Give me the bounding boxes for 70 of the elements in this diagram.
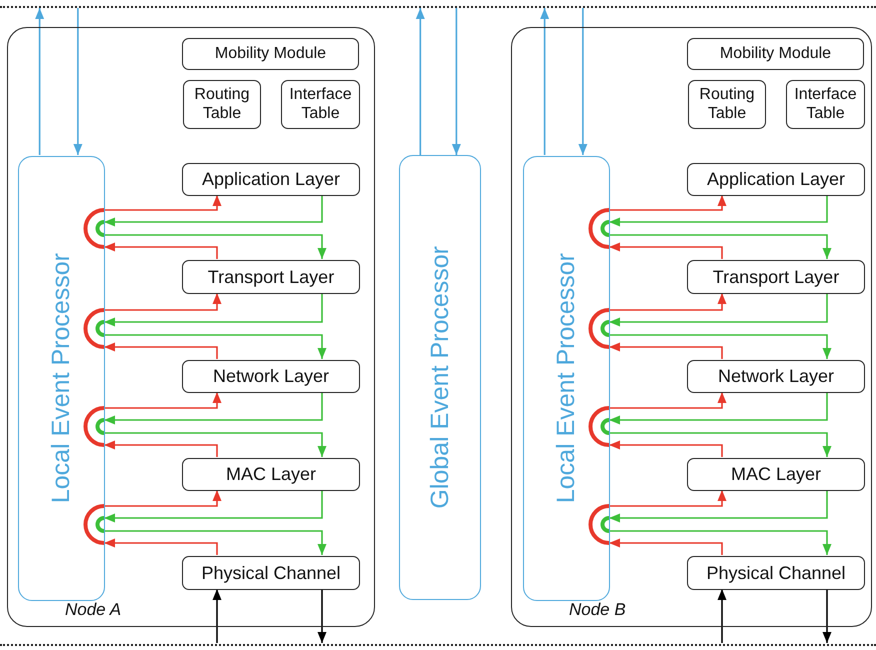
arrow	[609, 195, 726, 211]
module-box: Routing Table	[688, 80, 766, 129]
arrow	[104, 242, 218, 259]
arrow	[609, 392, 726, 409]
arrow	[104, 293, 323, 326]
processor-label: Local Event Processor	[552, 253, 581, 504]
module-box: Mobility Module	[687, 38, 864, 70]
arrow	[104, 342, 218, 359]
arrow	[718, 589, 726, 643]
processor-box	[523, 156, 610, 601]
module-box: Network Layer	[182, 360, 360, 393]
arrow	[609, 440, 723, 457]
arrow	[104, 195, 323, 226]
processor-label: Local Event Processor	[47, 253, 76, 504]
module-box: Mobility Module	[182, 38, 359, 70]
arrow	[104, 293, 222, 311]
arrow	[578, 8, 588, 155]
arrow	[609, 195, 828, 226]
arrow	[104, 234, 326, 259]
module-box: Physical Channel	[687, 556, 865, 590]
arrow	[104, 392, 323, 424]
bus-line	[0, 6, 876, 8]
node-container	[511, 27, 872, 627]
arrow	[104, 538, 218, 555]
node-container	[7, 27, 375, 627]
arrow	[104, 530, 326, 555]
arrow	[609, 538, 723, 555]
container-label: Node B	[569, 600, 626, 620]
arrow	[104, 334, 326, 359]
processor-label: Global Event Processor	[426, 246, 454, 509]
arrow	[416, 8, 425, 155]
arrow	[609, 392, 828, 424]
arrow	[104, 392, 222, 409]
arrow	[452, 8, 461, 155]
arrow	[609, 242, 723, 259]
arrow	[104, 195, 222, 211]
arrow	[609, 342, 723, 359]
module-box: Application Layer	[182, 163, 360, 196]
arrow	[609, 293, 726, 311]
arrow	[318, 589, 326, 643]
module-box: Routing Table	[183, 80, 261, 129]
container-label: Node A	[65, 600, 122, 620]
arrow	[104, 490, 222, 507]
module-box: Application Layer	[687, 163, 865, 196]
arrow	[822, 589, 832, 643]
arrow	[609, 432, 832, 457]
arrow	[212, 589, 222, 643]
module-box: Interface Table	[281, 80, 360, 129]
module-box: Network Layer	[687, 360, 865, 393]
arrow	[609, 490, 726, 507]
module-box: MAC Layer	[182, 458, 360, 491]
module-box: Interface Table	[786, 80, 865, 129]
module-box: MAC Layer	[687, 458, 865, 491]
arrow	[609, 530, 832, 555]
arrow	[540, 8, 550, 155]
arrow	[609, 234, 832, 259]
module-box: Physical Channel	[182, 556, 360, 590]
bus-line	[0, 644, 876, 646]
processor-box	[399, 155, 481, 600]
arrow	[35, 8, 44, 155]
arrow	[609, 334, 832, 359]
arrow	[104, 432, 326, 457]
module-box: Transport Layer	[687, 260, 865, 294]
arrow	[609, 293, 828, 326]
module-box: Transport Layer	[182, 260, 360, 294]
arrow	[104, 490, 323, 522]
processor-box	[18, 156, 105, 601]
arrow	[73, 8, 82, 155]
arrow	[104, 440, 218, 457]
arrow	[609, 490, 828, 522]
